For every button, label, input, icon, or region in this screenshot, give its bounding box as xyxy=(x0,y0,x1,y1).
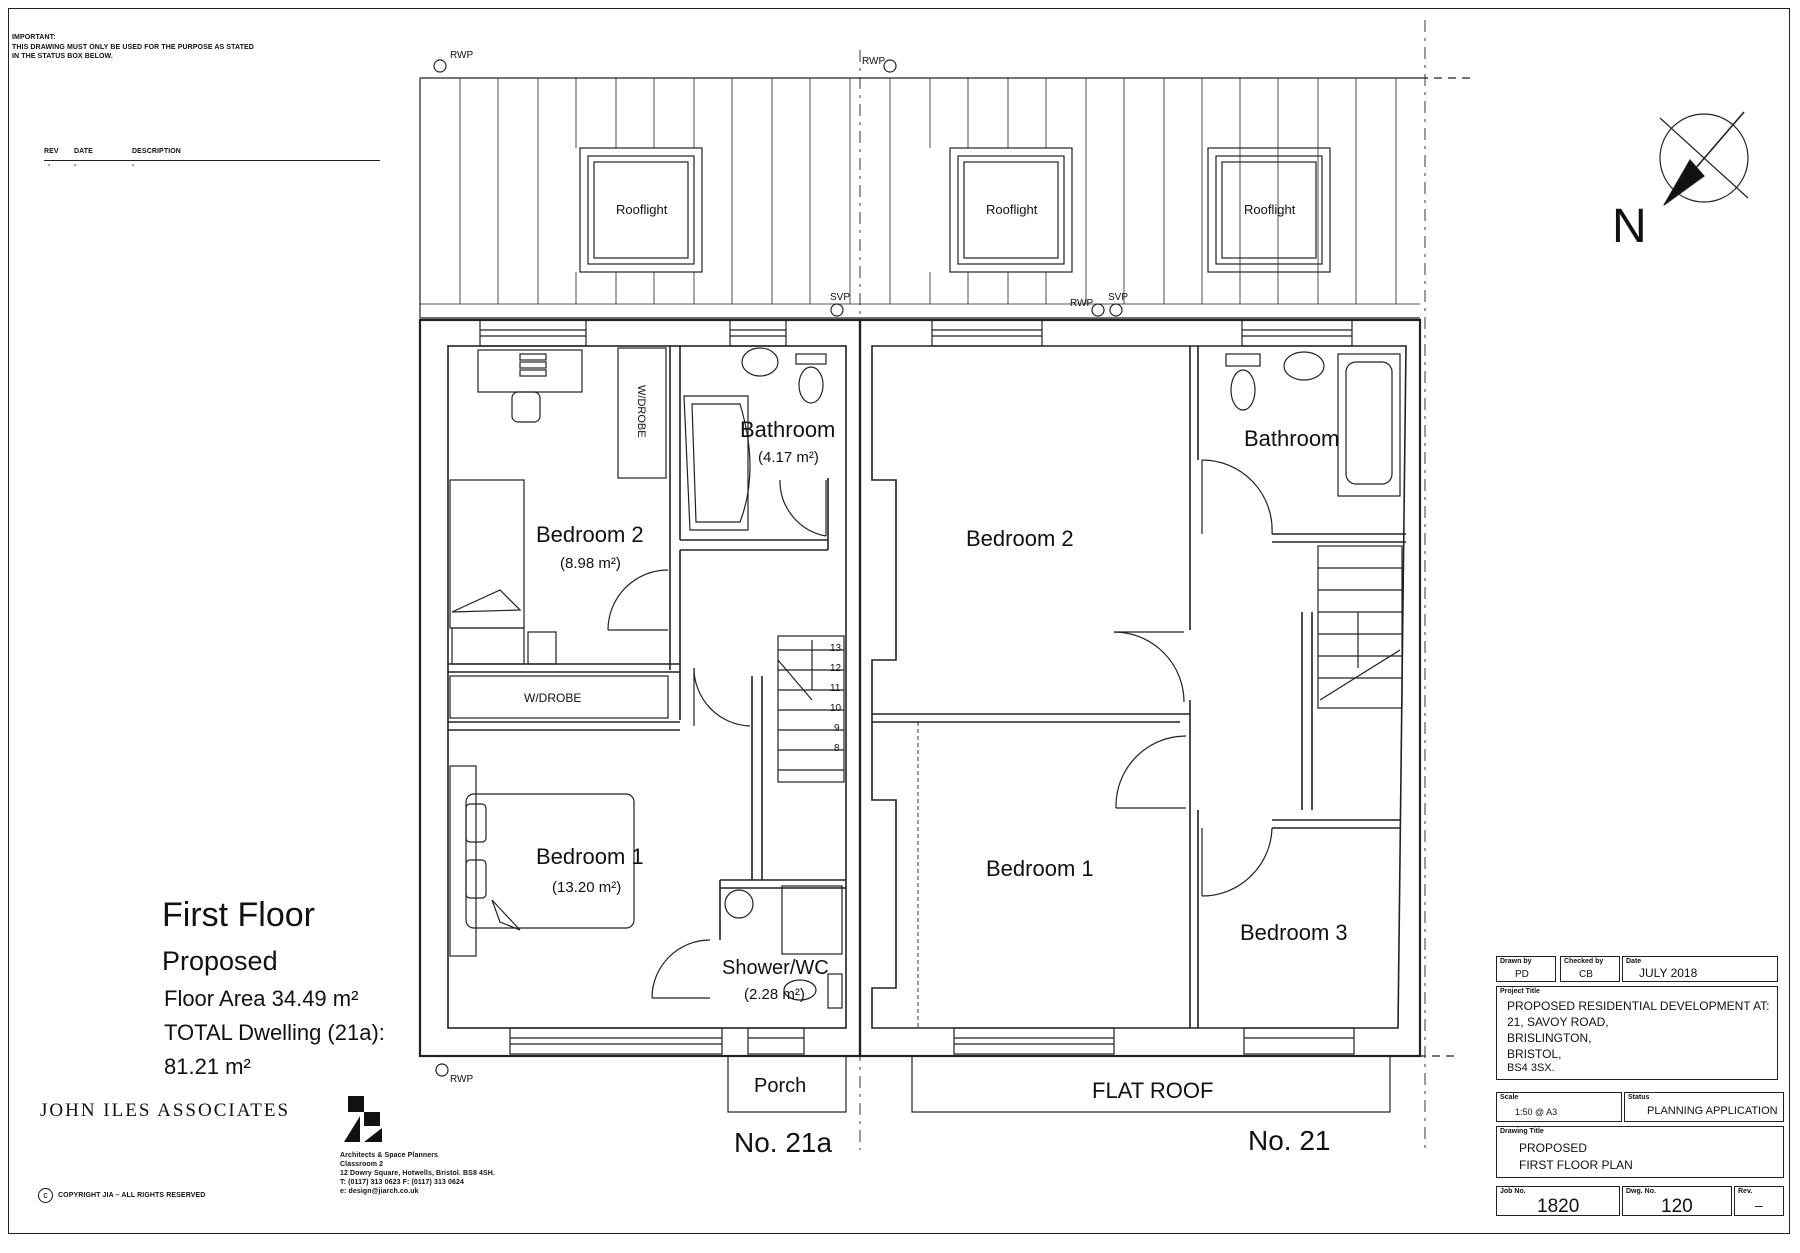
tb-project-line: BRISTOL, xyxy=(1507,1047,1562,1061)
tb-drawing-title: Drawing Title PROPOSED FIRST FLOOR PLAN xyxy=(1496,1126,1784,1178)
stair-number: 9 xyxy=(834,723,840,734)
tb-scale-value: 1:50 @ A3 xyxy=(1515,1107,1558,1117)
tb-status-value: PLANNING APPLICATION xyxy=(1647,1105,1778,1117)
room-label-bathroom-21a: Bathroom xyxy=(740,417,835,442)
tb-scale: Scale 1:50 @ A3 xyxy=(1496,1092,1622,1122)
room-label-bedroom3-21: Bedroom 3 xyxy=(1240,920,1348,945)
north-arrow-icon xyxy=(1654,110,1754,210)
tb-project-line: PROPOSED RESIDENTIAL DEVELOPMENT AT: xyxy=(1507,999,1770,1013)
rwp-label: RWP xyxy=(450,50,473,61)
wardrobe-label-horizontal: W/DROBE xyxy=(524,691,581,705)
floor-subtitle: Proposed xyxy=(162,946,278,976)
room-label-bedroom2-21: Bedroom 2 xyxy=(966,526,1074,551)
tb-status-label: Status xyxy=(1628,1094,1650,1101)
tb-project-line: BRISLINGTON, xyxy=(1507,1031,1592,1045)
tb-date-label: Date xyxy=(1626,958,1642,965)
firm-phone: T: (0117) 313 0623 F: (0117) 313 0624 xyxy=(340,1179,464,1186)
tb-date: Date JULY 2018 xyxy=(1622,956,1778,982)
total-dwelling-value: 81.21 m² xyxy=(164,1054,251,1079)
room-area-bathroom-21a: (4.17 m²) xyxy=(758,449,819,466)
notice-line: IN THE STATUS BOX BELOW. xyxy=(12,53,113,60)
room-label-bedroom2-21a: Bedroom 2 xyxy=(536,522,644,547)
tb-dwg-no: Dwg. No. 120 xyxy=(1622,1186,1732,1217)
firm-address: 12 Dowry Square, Hotwells, Bristol. BS8 … xyxy=(340,1170,495,1177)
tb-checked-by: Checked by CB xyxy=(1560,956,1620,982)
tb-job-no-value: 1820 xyxy=(1537,1196,1580,1217)
room-label-bedroom1-21: Bedroom 1 xyxy=(986,856,1094,881)
stair-number: 8 xyxy=(834,743,840,754)
stair-number: 10 xyxy=(830,703,842,714)
notice-line: THIS DRAWING MUST ONLY BE USED FOR THE P… xyxy=(12,44,254,51)
firm-email: e: design@jiarch.co.uk xyxy=(340,1188,419,1195)
svp-label: SVP xyxy=(1108,292,1128,303)
svp-label: SVP xyxy=(830,292,850,303)
tb-drawing-title-line: FIRST FLOOR PLAN xyxy=(1519,1158,1633,1172)
tb-status: Status PLANNING APPLICATION xyxy=(1624,1092,1784,1122)
porch-label: Porch xyxy=(754,1075,806,1097)
stair-number: 11 xyxy=(830,683,841,694)
tb-project-title-label: Project Title xyxy=(1500,988,1540,995)
firm-address: Architects & Space Planners xyxy=(340,1152,439,1159)
copyright-icon: c xyxy=(38,1188,53,1203)
tb-rev-value: – xyxy=(1755,1197,1763,1213)
tb-checked-by-value: CB xyxy=(1579,969,1593,980)
tb-checked-by-label: Checked by xyxy=(1564,958,1604,965)
room-label-shower-21a: Shower/WC xyxy=(722,957,829,979)
room-area-bedroom2-21a: (8.98 m²) xyxy=(560,555,621,572)
copyright-text: COPYRIGHT JIA – ALL RIGHTS RESERVED xyxy=(58,1192,206,1199)
rwp-label: RWP xyxy=(1070,298,1093,309)
tb-scale-label: Scale xyxy=(1500,1094,1519,1101)
wardrobe-label-vertical: W/DROBE xyxy=(635,385,647,438)
tb-job-no-label: Job No. xyxy=(1500,1188,1526,1195)
tb-rev: Rev. – xyxy=(1734,1186,1784,1216)
tb-project-line: 21, SAVOY ROAD, xyxy=(1507,1015,1609,1029)
tb-project-title: Project Title PROPOSED RESIDENTIAL DEVEL… xyxy=(1496,986,1778,1080)
tb-drawing-title-label: Drawing Title xyxy=(1500,1128,1544,1135)
room-area-shower-21a: (2.28 m²) xyxy=(744,986,805,1003)
tb-drawn-by-label: Drawn by xyxy=(1500,958,1532,965)
floor-title: First Floor xyxy=(162,896,315,934)
tb-rev-label: Rev. xyxy=(1738,1188,1753,1195)
room-label-bedroom1-21a: Bedroom 1 xyxy=(536,844,644,869)
rwp-label: RWP xyxy=(862,56,885,67)
rooflight-label-1: Rooflight xyxy=(616,202,668,217)
drawing-sheet-border xyxy=(8,8,1790,1234)
room-label-bathroom-21: Bathroom xyxy=(1244,426,1339,451)
house-label-21a: No. 21a xyxy=(734,1127,832,1158)
rooflight-label-2: Rooflight xyxy=(986,202,1038,217)
total-dwelling-label: TOTAL Dwelling (21a): xyxy=(164,1020,385,1045)
firm-address: Classroom 2 xyxy=(340,1161,384,1168)
room-area-bedroom1-21a: (13.20 m²) xyxy=(552,879,621,896)
north-label: N xyxy=(1612,200,1647,253)
rwp-label: RWP xyxy=(450,1074,473,1085)
tb-drawing-title-line: PROPOSED xyxy=(1519,1141,1588,1155)
tb-project-line: BS4 3SX. xyxy=(1507,1062,1555,1074)
notice-title: IMPORTANT: xyxy=(12,34,56,41)
stair-number: 13 xyxy=(830,643,842,654)
firm-name: JOHN ILES ASSOCIATES xyxy=(40,1100,291,1121)
tb-drawn-by-value: PD xyxy=(1515,969,1529,980)
revision-divider xyxy=(44,160,380,161)
revision-header-date: DATE xyxy=(74,148,93,155)
floor-area: Floor Area 34.49 m² xyxy=(164,986,359,1011)
flat-roof-label: FLAT ROOF xyxy=(1092,1078,1213,1103)
tb-dwg-no-label: Dwg. No. xyxy=(1626,1188,1656,1195)
stair-number: 12 xyxy=(830,663,842,674)
tb-job-no: Job No. 1820 xyxy=(1496,1186,1620,1217)
tb-date-value: JULY 2018 xyxy=(1639,966,1698,980)
firm-logo xyxy=(340,1094,386,1144)
rooflight-label-3: Rooflight xyxy=(1244,202,1296,217)
revision-header-description: DESCRIPTION xyxy=(132,148,181,155)
tb-drawn-by: Drawn by PD xyxy=(1496,956,1556,982)
revision-cell: - xyxy=(74,162,77,169)
house-label-21: No. 21 xyxy=(1248,1125,1331,1156)
tb-dwg-no-value: 120 xyxy=(1661,1196,1693,1217)
revision-cell: - xyxy=(132,162,135,169)
revision-header-rev: REV xyxy=(44,148,59,155)
revision-cell: - xyxy=(48,162,51,169)
